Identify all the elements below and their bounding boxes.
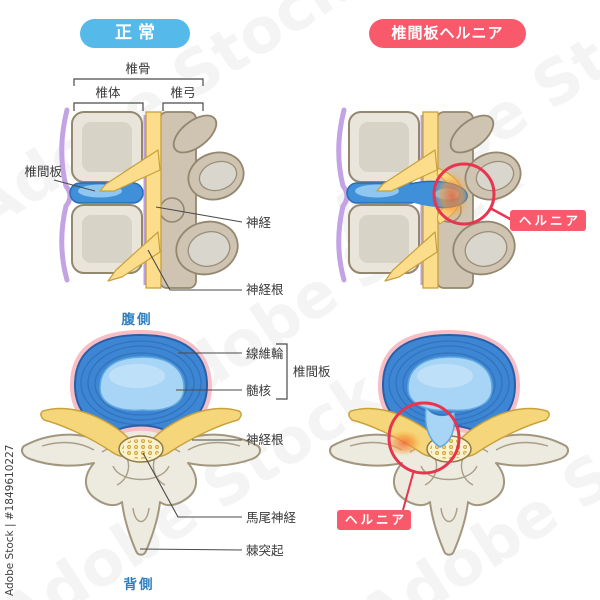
hernia-callout-box-axial <box>337 510 411 530</box>
compression-glow <box>434 171 470 221</box>
watermark-edge: Adobe Stock | #1849610227 <box>4 444 16 596</box>
axial-view-normal: 腹側 背側 線維輪 髄核 椎間板 神経根 馬尾神経 棘突起 <box>21 311 331 593</box>
title-hernia: 椎間板ヘルニア <box>369 19 526 48</box>
label-disc-group: 椎間板 <box>293 364 331 379</box>
hernia-leader <box>489 206 513 222</box>
label-nerve: 神経 <box>246 215 272 230</box>
leader-nerve-root <box>147 249 242 291</box>
hernia-circle <box>432 162 496 226</box>
leader-spinous <box>139 548 243 551</box>
axial-view-hernia: ヘルニア <box>329 329 569 556</box>
label-cauda: 馬尾神経 <box>246 510 297 525</box>
compression-glow-axial <box>386 430 422 456</box>
side-view-normal: 椎骨 椎体 椎弓 椎間板 神経 神経根 <box>24 61 284 297</box>
bracket-vertebral-arch <box>162 102 204 111</box>
leader-nerve <box>155 206 243 223</box>
bracket-disc-group <box>276 343 288 400</box>
label-nucleus: 髄核 <box>246 383 272 398</box>
label-vertebral-body: 椎体 <box>95 85 121 100</box>
label-nerve-root: 神経根 <box>246 282 284 297</box>
label-ventral: 腹側 <box>122 311 153 328</box>
side-view-hernia: ヘルニア <box>339 108 586 288</box>
hernia-callout-box <box>510 210 586 231</box>
label-disc: 椎間板 <box>24 164 62 179</box>
hernia-callout-label-axial: ヘルニア <box>345 512 407 527</box>
label-nerve-root-axial: 神経根 <box>246 432 284 447</box>
hernia-callout-label: ヘルニア <box>519 213 581 228</box>
label-dorsal: 背側 <box>124 576 155 593</box>
title-normal: 正常 <box>80 19 190 48</box>
label-spinous: 棘突起 <box>246 543 284 558</box>
bracket-vertebra <box>73 78 204 86</box>
hernia-leader-axial <box>402 469 415 511</box>
label-vertebra: 椎骨 <box>125 61 150 76</box>
nucleus-protrusion <box>425 408 455 447</box>
label-annulus: 線維輪 <box>246 346 284 361</box>
bracket-vertebral-body <box>73 102 144 111</box>
label-vertebral-arch: 椎弓 <box>170 85 195 100</box>
leader-cauda <box>142 452 242 518</box>
leader-disc <box>53 179 96 192</box>
hernia-circle-axial <box>387 401 461 475</box>
